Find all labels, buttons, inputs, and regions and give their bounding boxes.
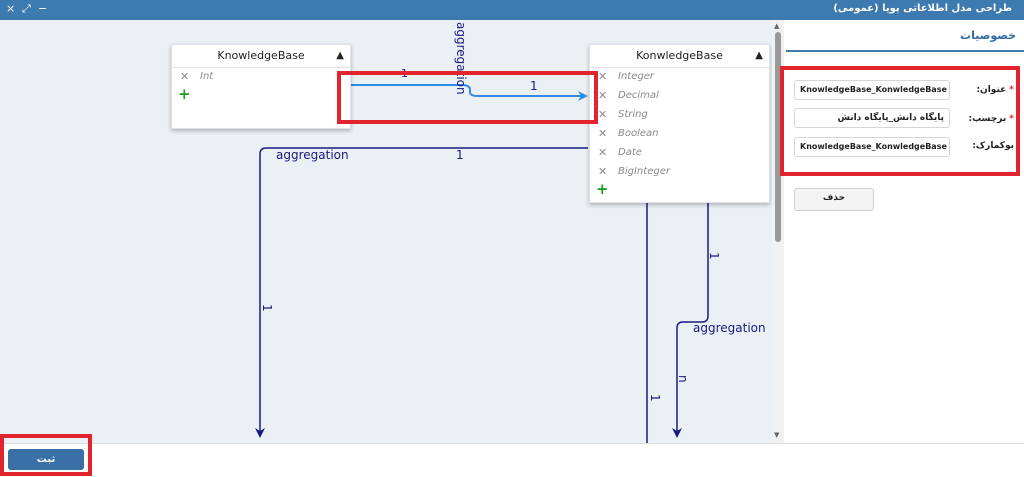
title-input[interactable]: KnowledgeBase_KonwledgeBase bbox=[794, 80, 950, 100]
right-aggregation-line[interactable] bbox=[672, 201, 709, 438]
add-attribute-row[interactable]: + bbox=[590, 180, 769, 200]
remove-attribute-icon[interactable]: ✕ bbox=[598, 70, 608, 83]
label-input[interactable]: پایگاه دانش_پایگاه دانش bbox=[794, 108, 950, 128]
selected-relationship-line[interactable] bbox=[350, 84, 588, 101]
add-icon[interactable]: + bbox=[596, 180, 609, 198]
close-icon[interactable]: × bbox=[6, 2, 16, 15]
remove-attribute-icon[interactable]: ✕ bbox=[598, 108, 608, 121]
properties-divider bbox=[786, 50, 1024, 52]
attribute-row[interactable]: ✕ Boolean bbox=[590, 125, 769, 144]
required-marker: * bbox=[1009, 114, 1014, 124]
entity-title: KonwledgeBase bbox=[636, 49, 723, 62]
attribute-row[interactable]: ✕ BigInteger bbox=[590, 163, 769, 182]
properties-panel: خصوصیات *عنوان: KnowledgeBase_KonwledgeB… bbox=[780, 20, 1024, 443]
attribute-row[interactable]: ✕ Int bbox=[172, 68, 350, 87]
attribute-type: String bbox=[618, 109, 648, 120]
label-label: *برچسب: bbox=[968, 114, 1014, 124]
chevron-up-icon[interactable]: ▲ bbox=[755, 50, 763, 61]
window-title: طراحی مدل اطلاعاتی پویا (عمومی) bbox=[833, 3, 1012, 14]
diagram-canvas[interactable]: KnowledgeBase ▲ ✕ Int + KonwledgeBase ▲ … bbox=[0, 20, 772, 443]
attribute-row[interactable]: ✕ Integer bbox=[590, 68, 769, 87]
attribute-row[interactable]: ✕ String bbox=[590, 106, 769, 125]
remove-attribute-icon[interactable]: ✕ bbox=[598, 127, 608, 140]
cardinality-label: 1 bbox=[530, 79, 538, 93]
scroll-up-icon[interactable]: ▲ bbox=[774, 22, 780, 30]
remove-attribute-icon[interactable]: ✕ bbox=[180, 70, 190, 83]
cardinality-label: 1 bbox=[456, 148, 464, 162]
cardinality-label: 1 bbox=[707, 252, 721, 260]
remove-attribute-icon[interactable]: ✕ bbox=[598, 89, 608, 102]
aggregation-label: aggregation bbox=[693, 321, 766, 335]
add-icon[interactable]: + bbox=[178, 85, 191, 103]
attribute-type: Int bbox=[200, 71, 214, 82]
cardinality-label: 1 bbox=[648, 394, 662, 402]
remove-attribute-icon[interactable]: ✕ bbox=[598, 165, 608, 178]
relationship-lines bbox=[255, 84, 709, 443]
properties-highlight-box bbox=[780, 66, 1020, 176]
attribute-row[interactable]: ✕ Date bbox=[590, 144, 769, 163]
footer-bar bbox=[0, 443, 1024, 477]
maximize-icon[interactable]: ⤢ bbox=[22, 2, 31, 15]
attribute-type: Decimal bbox=[618, 90, 659, 101]
required-marker: * bbox=[1009, 85, 1014, 95]
left-aggregation-line[interactable] bbox=[255, 147, 588, 438]
bookmark-input[interactable]: KnowledgeBase_KonwledgeBase bbox=[794, 137, 950, 157]
attribute-row[interactable]: ✕ Decimal bbox=[590, 87, 769, 106]
scroll-down-icon[interactable]: ▼ bbox=[774, 431, 780, 439]
save-highlight-box bbox=[0, 434, 92, 476]
add-attribute-row[interactable]: + bbox=[172, 85, 350, 105]
entity-header[interactable]: KonwledgeBase ▲ bbox=[590, 45, 769, 68]
entity-konwledgebase[interactable]: KonwledgeBase ▲ ✕ Integer ✕ Decimal ✕ St… bbox=[589, 44, 770, 203]
minimize-icon[interactable]: − bbox=[38, 2, 48, 15]
entity-header[interactable]: KnowledgeBase ▲ bbox=[172, 45, 350, 68]
attribute-type: BigInteger bbox=[618, 166, 670, 177]
selection-highlight-box bbox=[337, 71, 598, 124]
remove-attribute-icon[interactable]: ✕ bbox=[598, 146, 608, 159]
entity-title: KnowledgeBase bbox=[217, 49, 305, 62]
cardinality-label: n bbox=[676, 375, 690, 383]
window-titlebar: × ⤢ − طراحی مدل اطلاعاتی پویا (عمومی) bbox=[0, 0, 1024, 20]
attribute-type: Boolean bbox=[618, 128, 659, 139]
cardinality-label: 1 bbox=[260, 304, 274, 312]
delete-button[interactable]: حذف bbox=[794, 188, 874, 211]
scrollbar-thumb[interactable] bbox=[775, 32, 781, 242]
attribute-type: Integer bbox=[618, 71, 654, 82]
properties-title: خصوصیات bbox=[960, 29, 1016, 42]
attribute-type: Date bbox=[618, 147, 642, 158]
title-label: *عنوان: bbox=[976, 85, 1014, 95]
bookmark-label: بوکمارک: bbox=[972, 141, 1014, 151]
entity-knowledgebase[interactable]: KnowledgeBase ▲ ✕ Int + bbox=[171, 44, 351, 129]
chevron-up-icon[interactable]: ▲ bbox=[336, 50, 344, 61]
save-button[interactable]: ثبت bbox=[8, 449, 84, 470]
aggregation-label: aggregation bbox=[276, 148, 349, 162]
